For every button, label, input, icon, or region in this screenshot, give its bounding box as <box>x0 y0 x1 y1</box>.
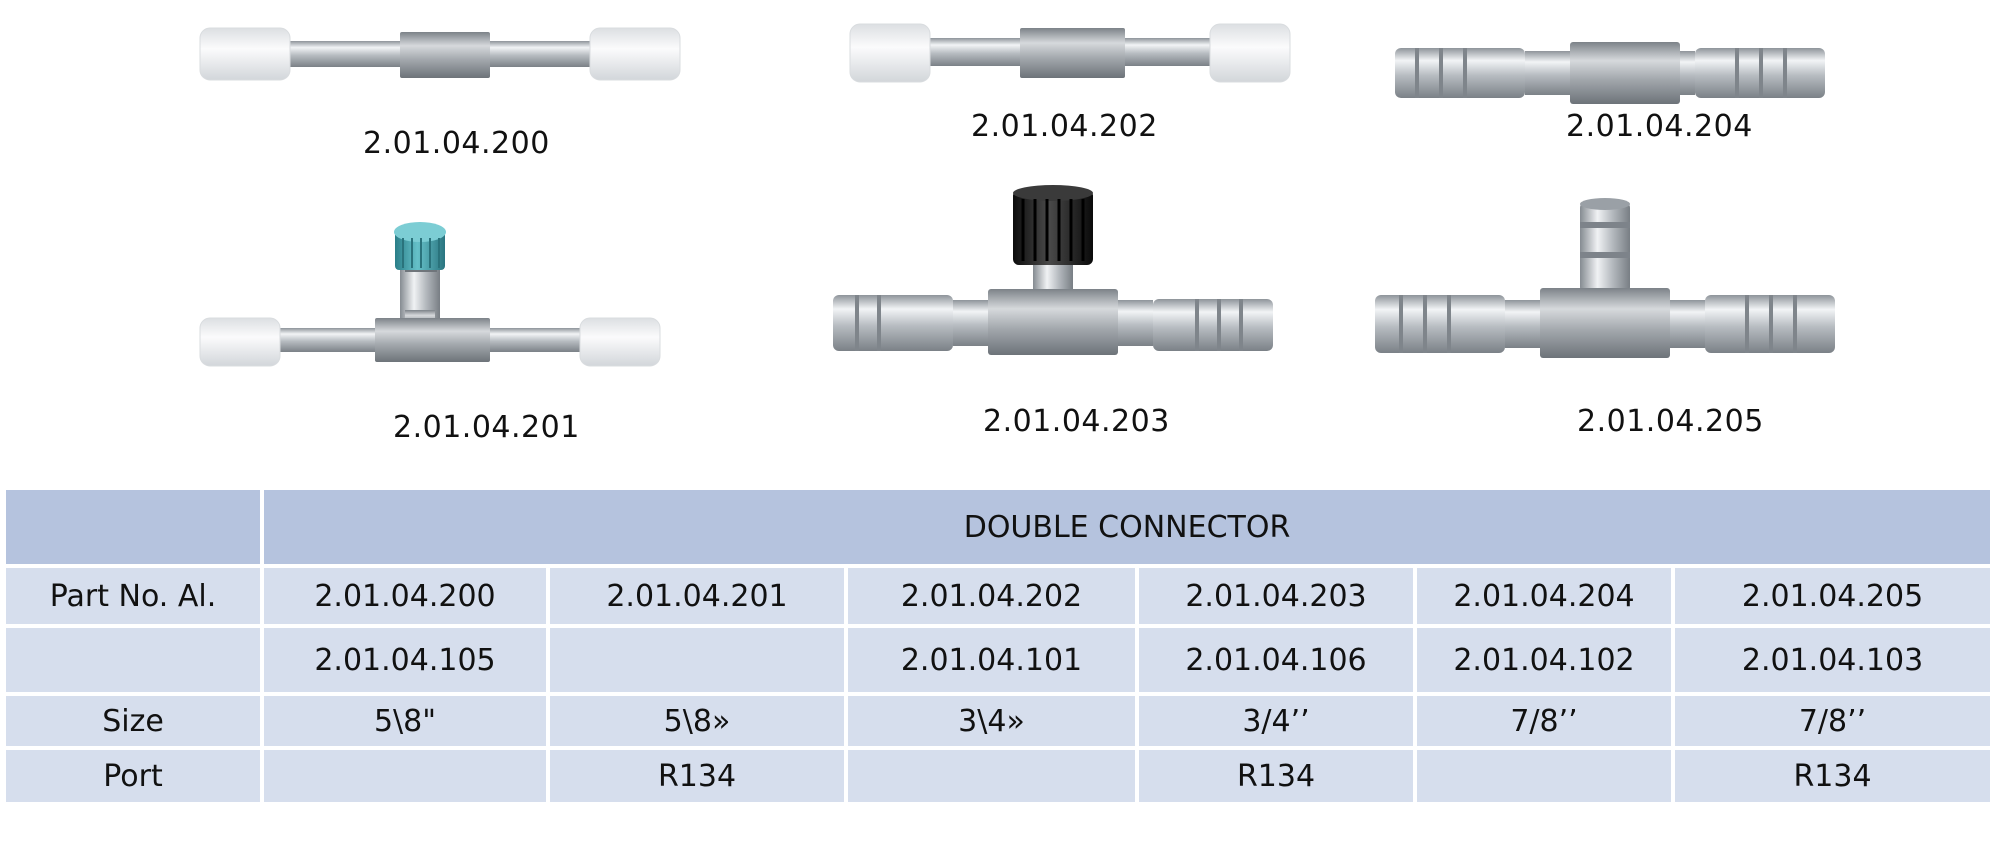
product-caption: 2.01.04.200 <box>363 126 550 161</box>
product-caption: 2.01.04.204 <box>1566 109 1753 144</box>
table-row: Part No. Al. 2.01.04.200 2.01.04.201 2.0… <box>2 564 1995 628</box>
row-label <box>2 624 264 696</box>
table-cell <box>260 746 550 806</box>
row-label: Size <box>2 692 264 750</box>
table-header-row: DOUBLE CONNECTOR <box>2 486 1995 568</box>
table-cell: 2.01.04.102 <box>1413 624 1675 696</box>
row-label: Part No. Al. <box>2 564 264 628</box>
table-corner-cell <box>2 486 264 568</box>
tee-connector-open-port-image <box>1375 198 1835 358</box>
table-cell: R134 <box>1135 746 1417 806</box>
product-caption: 2.01.04.202 <box>971 109 1158 144</box>
table-cell: 3/4’’ <box>1135 692 1417 750</box>
table-cell: 2.01.04.101 <box>844 624 1139 696</box>
tee-connector-black-cap-image <box>833 185 1273 355</box>
table-cell: 2.01.04.106 <box>1135 624 1417 696</box>
table-cell <box>844 746 1139 806</box>
tee-connector-teal-cap-image <box>199 222 661 367</box>
table-cell: 2.01.04.204 <box>1413 564 1675 628</box>
table-row: Port R134 R134 R134 <box>2 746 1995 806</box>
table-cell: R134 <box>546 746 848 806</box>
table-cell: 2.01.04.203 <box>1135 564 1417 628</box>
straight-sleeved-connector-image <box>199 27 681 81</box>
table-cell: 7/8’’ <box>1413 692 1675 750</box>
table-cell: 2.01.04.103 <box>1670 624 1995 696</box>
table-cell <box>546 624 848 696</box>
table-cell: 2.01.04.202 <box>844 564 1139 628</box>
straight-sleeved-connector-image <box>849 23 1291 83</box>
table-cell: R134 <box>1670 746 1995 806</box>
table-cell: 2.01.04.105 <box>260 624 550 696</box>
product-caption: 2.01.04.203 <box>983 404 1170 439</box>
table-cell: 2.01.04.201 <box>546 564 848 628</box>
table-title: DOUBLE CONNECTOR <box>259 486 1995 568</box>
table-cell <box>1413 746 1675 806</box>
table-cell: 5\8» <box>546 692 848 750</box>
row-label: Port <box>2 746 264 806</box>
spec-table: DOUBLE CONNECTOR Part No. Al. 2.01.04.20… <box>2 486 1995 806</box>
table-cell: 5\8" <box>260 692 550 750</box>
table-cell: 7/8’’ <box>1670 692 1995 750</box>
table-row: 2.01.04.105 2.01.04.101 2.01.04.106 2.01… <box>2 624 1995 696</box>
table-cell: 2.01.04.200 <box>260 564 550 628</box>
straight-barbed-connector-image <box>1395 42 1825 104</box>
table-cell: 2.01.04.205 <box>1670 564 1995 628</box>
table-row: Size 5\8" 5\8» 3\4» 3/4’’ 7/8’’ 7/8’’ <box>2 692 1995 750</box>
table-cell: 3\4» <box>844 692 1139 750</box>
product-caption: 2.01.04.201 <box>393 410 580 445</box>
product-caption: 2.01.04.205 <box>1577 404 1764 439</box>
